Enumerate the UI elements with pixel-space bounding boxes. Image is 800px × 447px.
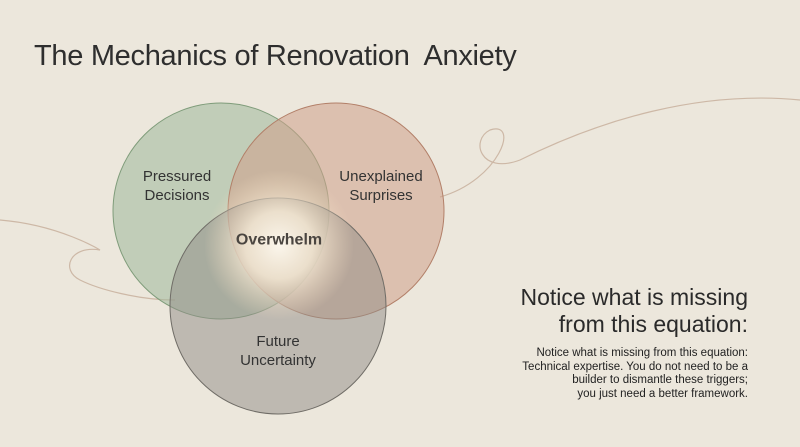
- label-overwhelm: Overwhelm: [235, 231, 323, 249]
- label-unexplained-surprises: Unexplained Surprises: [339, 167, 422, 205]
- decorative-curve-left: [0, 219, 176, 301]
- body-line: Notice what is missing from this equatio…: [536, 347, 748, 359]
- heading-line: from this equation:: [558, 311, 748, 337]
- label-line: Decisions: [144, 187, 210, 204]
- heading-line: Notice what is missing: [520, 284, 748, 310]
- label-line: Unexplained: [339, 168, 423, 185]
- body-line: you just need a better framework.: [577, 387, 748, 400]
- decorative-curve-right: [439, 97, 800, 198]
- label-line: Surprises: [349, 187, 413, 204]
- body-line: builder to dismantle these triggers;: [572, 374, 748, 386]
- page-title: The Mechanics of Renovation Anxiety: [34, 40, 517, 72]
- label-line: Future: [256, 333, 300, 350]
- body-line: Technical expertise. You do not need to …: [522, 360, 748, 373]
- label-future-uncertainty: Future Uncertainty: [240, 332, 316, 370]
- label-line: Pressured: [142, 168, 212, 185]
- label-pressured-decisions: Pressured Decisions: [143, 167, 211, 205]
- label-line: Uncertainty: [240, 352, 316, 369]
- side-heading: Notice what is missing from this equatio…: [520, 284, 748, 338]
- overwhelm-glow: [204, 170, 354, 320]
- side-body: Notice what is missing from this equatio…: [488, 347, 748, 401]
